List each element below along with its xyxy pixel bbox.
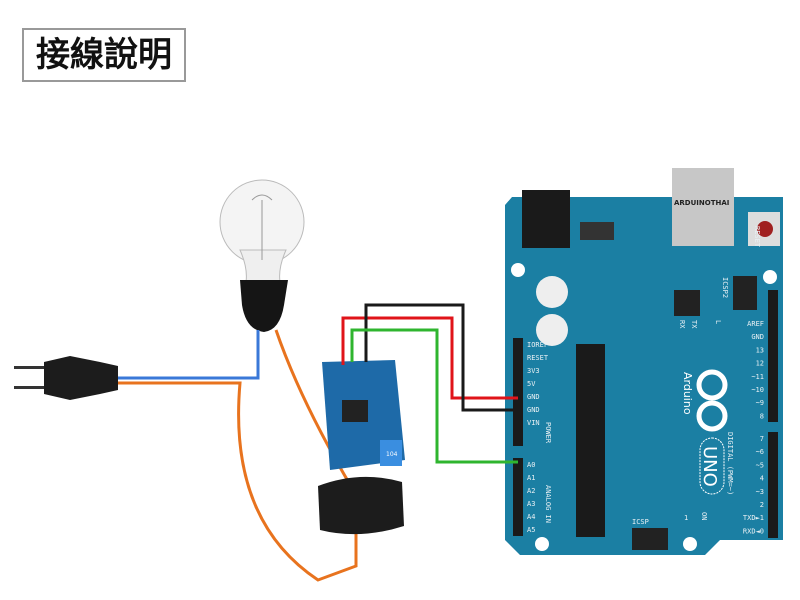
pin-label: ~11 bbox=[751, 373, 764, 381]
pin-label: 2 bbox=[760, 501, 764, 509]
pin-label: AREF bbox=[747, 320, 764, 328]
pin-label: A3 bbox=[527, 500, 535, 508]
page-title: 接線說明 bbox=[22, 28, 186, 82]
pin-label: RESET bbox=[527, 354, 549, 362]
light-bulb bbox=[219, 179, 305, 332]
pin-label: 3V3 bbox=[527, 367, 540, 375]
pin-label: ~6 bbox=[756, 448, 764, 456]
reset-label: RESET bbox=[753, 226, 761, 248]
reset-button[interactable] bbox=[757, 221, 773, 237]
wire-orange bbox=[118, 381, 358, 582]
icsp-pin1: 1 bbox=[684, 514, 688, 522]
l-label: L bbox=[714, 320, 722, 324]
pin-label: 5V bbox=[527, 380, 536, 388]
pin-label: ~5 bbox=[756, 461, 764, 469]
pin-label: A1 bbox=[527, 474, 535, 482]
pin-label: ~3 bbox=[756, 488, 764, 496]
tx-label: TX bbox=[690, 320, 698, 329]
uno-label: UNO bbox=[699, 446, 720, 487]
pin-label: ~9 bbox=[756, 399, 764, 407]
wire-blue bbox=[118, 330, 260, 380]
pin-label: 8 bbox=[760, 412, 764, 420]
power-label: POWER bbox=[544, 422, 552, 444]
pin-label: 12 bbox=[756, 360, 764, 368]
arduino-uno-board: ARDUINOTHAI IOREF RESET 3V3 5V GND GND VIN A0A1… bbox=[505, 168, 783, 555]
icsp-label: ICSP bbox=[632, 518, 649, 526]
wire-red bbox=[341, 316, 518, 400]
pin-label: IOREF bbox=[527, 341, 548, 349]
wire-green bbox=[350, 328, 518, 464]
wire-black bbox=[364, 303, 518, 412]
icsp2-label: ICSP2 bbox=[721, 277, 729, 298]
pin-label: GND bbox=[751, 333, 764, 341]
pin-label: 13 bbox=[756, 346, 764, 354]
pot-label: 104 bbox=[386, 451, 398, 458]
pin-label: ~10 bbox=[751, 386, 764, 394]
pin-label: VIN bbox=[527, 419, 540, 427]
pin-label: A5 bbox=[527, 526, 535, 534]
current-sensor-module: 104 bbox=[318, 360, 405, 535]
arduino-infinity-logo bbox=[696, 369, 728, 432]
pin-label: A4 bbox=[527, 513, 535, 521]
pin-label: A2 bbox=[527, 487, 535, 495]
arduino-brand: Arduino bbox=[681, 372, 694, 415]
pin-label: 7 bbox=[760, 435, 764, 443]
pin-label: RXD◄0 bbox=[743, 527, 764, 535]
pin-label: 4 bbox=[760, 475, 764, 483]
digital-label: DIGITAL (PWM=~) bbox=[726, 432, 734, 495]
pin-label: A0 bbox=[527, 461, 535, 469]
arduinothai-logo: ARDUINOTHAI bbox=[674, 199, 729, 207]
pin-label: GND bbox=[527, 406, 540, 414]
analog-label: ANALOG IN bbox=[544, 485, 552, 523]
pin-label: TXD►1 bbox=[743, 514, 764, 522]
pin-label: GND bbox=[527, 393, 540, 401]
rx-label: RX bbox=[678, 320, 686, 329]
power-plug bbox=[14, 356, 118, 400]
on-label: ON bbox=[700, 512, 708, 520]
